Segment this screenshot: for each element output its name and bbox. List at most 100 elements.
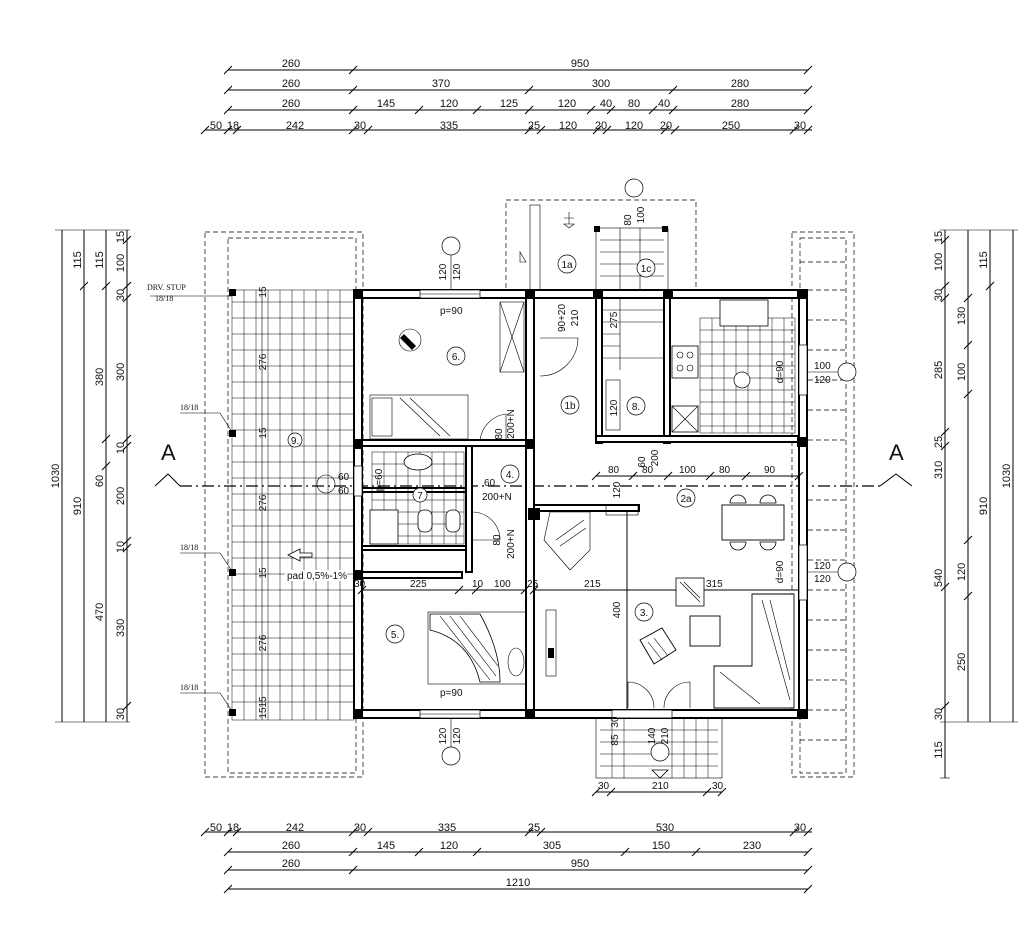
entry-arrow-icon bbox=[651, 769, 669, 779]
door-dim-80-b: 80 bbox=[492, 534, 503, 546]
dim-left-3-0: 115 bbox=[94, 251, 106, 269]
room-5: 30 225 10 100 25 5. p=90 120 120 bbox=[354, 579, 539, 766]
porch-dim-210: 210 bbox=[652, 781, 669, 792]
terrace-tile-grid: DRV. STUP 18/18 18/18 18/18 18/18 276 27… bbox=[147, 283, 355, 721]
dim-right-2-0: 115 bbox=[978, 251, 990, 269]
dim-left-4-8: 30 bbox=[115, 708, 127, 720]
door-210: 210 bbox=[570, 309, 581, 326]
room-marker-8 bbox=[626, 396, 646, 416]
door-200n-a: 200+N bbox=[506, 409, 517, 439]
dim-top-r2-0: 260 bbox=[282, 78, 300, 90]
room-marker-4 bbox=[500, 464, 520, 484]
left-dimension-chains: 1030 115 910 115 380 60 470 15 100 30 30… bbox=[50, 229, 132, 723]
dim-bot-r2-2: 120 bbox=[440, 840, 458, 852]
dim-top-r4-10: 250 bbox=[722, 120, 740, 132]
terrace-post bbox=[229, 709, 236, 716]
dining-table bbox=[721, 504, 785, 541]
dim-left-3-2: 60 bbox=[94, 475, 106, 487]
sofa-icon bbox=[713, 593, 795, 709]
window-r-120-b: 120 bbox=[814, 561, 831, 572]
dim-bot-r2-3: 305 bbox=[543, 840, 561, 852]
room-marker-9 bbox=[287, 432, 303, 448]
dim-top-r3-8: 280 bbox=[731, 98, 749, 110]
kdim-80-b: 80 bbox=[642, 465, 654, 476]
terrace-dim-276-c: 276 bbox=[258, 634, 269, 651]
post-size-3: 18/18 bbox=[180, 683, 198, 692]
kdim-60: 60 bbox=[637, 456, 648, 468]
stair-dim-275: 275 bbox=[609, 311, 620, 328]
kdim-120: 120 bbox=[612, 481, 623, 498]
post-size-1: 18/18 bbox=[180, 403, 198, 412]
window-r-120-c: 120 bbox=[814, 574, 831, 585]
terrace-dim-15-d: 15 bbox=[258, 707, 269, 719]
dim-top-r4-9: 20 bbox=[660, 120, 672, 132]
terrace-post bbox=[229, 569, 236, 576]
dim-top-r1-1: 950 bbox=[571, 58, 589, 70]
dim-right-3-7: 30 bbox=[933, 708, 945, 720]
room-label-8: 8. bbox=[632, 402, 640, 413]
kitchen-sink-icon bbox=[719, 299, 769, 327]
entry-dim-80: 80 bbox=[623, 214, 634, 226]
shower-icon bbox=[369, 509, 399, 545]
dim-left-2-1: 910 bbox=[72, 497, 84, 515]
slope-label: pad 0,5%-1% bbox=[287, 571, 347, 582]
dim-100: 100 bbox=[494, 579, 511, 590]
dim-left-4-1: 100 bbox=[115, 254, 127, 272]
terrace-dim-15-b: 15 bbox=[258, 427, 269, 439]
kitchen: d=90 100 120 bbox=[671, 299, 857, 434]
dim-right-3-1: 100 bbox=[933, 253, 945, 271]
dim-top-r2-2: 300 bbox=[592, 78, 610, 90]
corridor-dim-60: 60 bbox=[484, 478, 496, 489]
bathroom-7: 7 p=60 60 60 bbox=[316, 451, 465, 545]
dim-top-r3-4: 120 bbox=[558, 98, 576, 110]
dim-top-r3-7: 40 bbox=[658, 98, 670, 110]
dim-top-r4-0: 50 bbox=[210, 120, 222, 132]
dim-right-3-3: 285 bbox=[933, 361, 945, 379]
window-p90-bottom: p=90 bbox=[440, 688, 463, 699]
dim-bot-r3-1: 950 bbox=[571, 858, 589, 870]
room-label-1a: 1a bbox=[561, 260, 573, 271]
window-d90-b: d=90 bbox=[775, 560, 786, 583]
door-dim-80-a: 80 bbox=[494, 428, 505, 440]
terrace-dim-15-a: 15 bbox=[258, 286, 269, 298]
window-r-120: 120 bbox=[814, 375, 831, 386]
room-marker-1c bbox=[636, 258, 656, 278]
dim-top-r3-2: 120 bbox=[440, 98, 458, 110]
dim-left-4-0: 15 bbox=[115, 231, 127, 243]
room-marker-1a bbox=[557, 254, 577, 274]
dim-top-r2-1: 370 bbox=[432, 78, 450, 90]
kitchen-door-dims: 80 80 100 80 90 60 200 120 bbox=[591, 449, 804, 498]
bed-icon bbox=[369, 394, 469, 440]
porch-dim-85: 85 bbox=[610, 734, 621, 746]
cabinet bbox=[545, 609, 557, 677]
dim-top-r2-3: 280 bbox=[731, 78, 749, 90]
porch-dim-210b: 210 bbox=[660, 727, 671, 744]
dim-10: 10 bbox=[472, 579, 484, 590]
terrace-dim-276-b: 276 bbox=[258, 494, 269, 511]
dim-right-3-8: 115 bbox=[933, 741, 945, 759]
dim-bot-r1-0: 50 bbox=[210, 822, 222, 834]
dim-top-r4-7: 20 bbox=[595, 120, 607, 132]
dim-bot-r1-4: 335 bbox=[438, 822, 456, 834]
kdim-90: 90 bbox=[764, 465, 776, 476]
kdim-200: 200 bbox=[650, 449, 661, 466]
terrace-post bbox=[229, 430, 236, 437]
post-size-2: 18/18 bbox=[180, 543, 198, 552]
entrance-stair: 80 100 1a 1c bbox=[519, 178, 669, 291]
dim-top-r3-6: 80 bbox=[628, 98, 640, 110]
dim-bot-r1-5: 25 bbox=[528, 822, 540, 834]
top-dimension-chains: 260 950 260 370 300 280 260 145 120 125 … bbox=[200, 58, 813, 135]
dim-right-2-1: 910 bbox=[978, 497, 990, 515]
dim-top-r4-1: 18 bbox=[227, 120, 239, 132]
porch-dim-30-a: 30 bbox=[598, 781, 610, 792]
coffee-table bbox=[689, 615, 721, 647]
window-p90-top: p=90 bbox=[440, 306, 463, 317]
window-bot-120-a: 120 bbox=[438, 727, 449, 744]
room-marker-7 bbox=[412, 487, 428, 503]
dim-bot-r1-3: 30 bbox=[354, 822, 366, 834]
porch-dim-30-c: 30 bbox=[610, 716, 621, 728]
hall-1b: 1b 90+20 210 bbox=[539, 304, 581, 415]
porch-dim-30-b: 30 bbox=[712, 781, 724, 792]
